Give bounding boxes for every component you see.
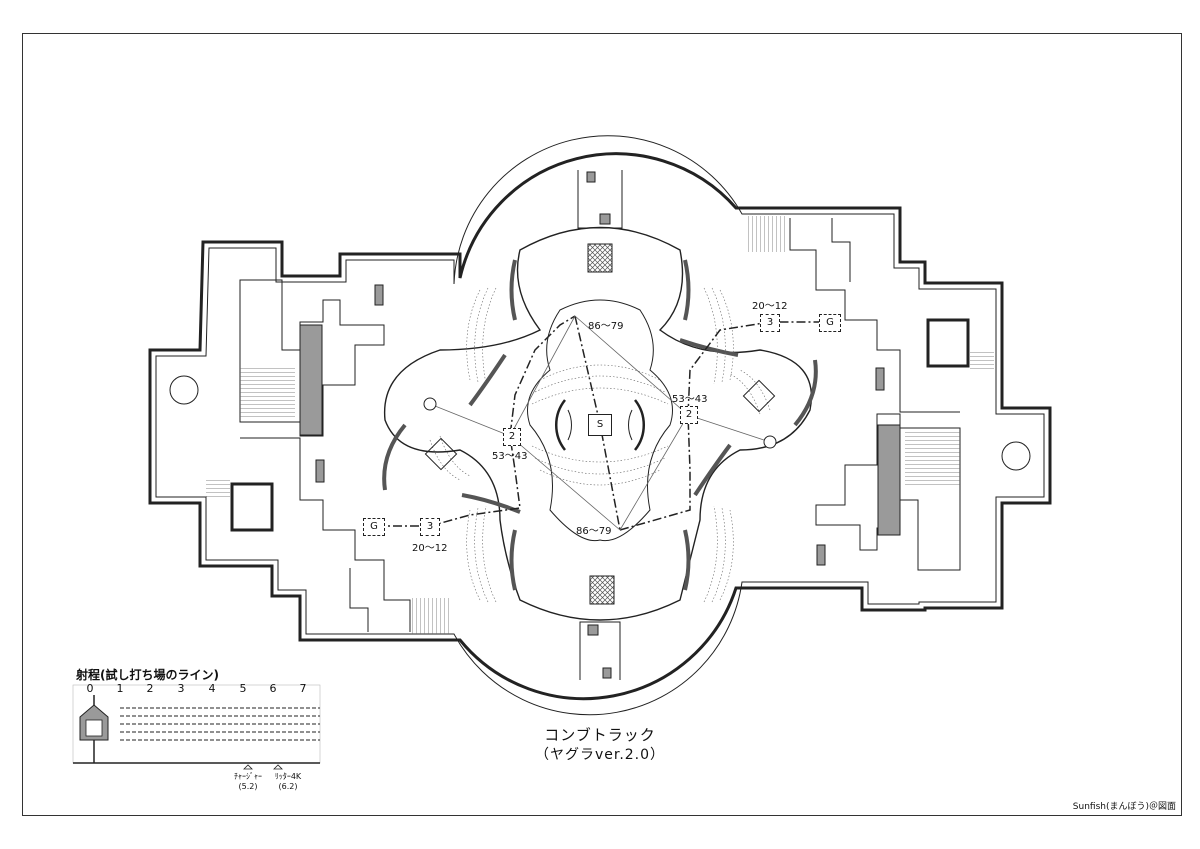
legend-title: 射程(試し打ち場のライン) (76, 668, 219, 682)
annotation-left-2012: 20～12 (412, 543, 448, 554)
switch-marker-right (763, 435, 777, 449)
annotation-bottom-8679: 86～79 (576, 526, 612, 537)
legend-tick: 7 (299, 682, 307, 695)
annotation-top-8679: 86～79 (588, 321, 624, 332)
legend-marker-charger: ﾁｬｰｼﾞｬｰ (5.2) (228, 772, 268, 792)
checkpoint-2-left: 2 (503, 428, 521, 446)
legend-marker-charger-name: ﾁｬｰｼﾞｬｰ (234, 772, 262, 781)
legend-marker-charger-value: (5.2) (238, 782, 258, 791)
drawing-frame (22, 33, 1182, 816)
switch-marker-left (423, 397, 437, 411)
left-structures (169, 279, 452, 634)
goal-marker-left: G (363, 518, 385, 536)
legend-tick: 6 (269, 682, 277, 695)
author-credit: Sunfish(まんぼう)＠図面 (1072, 802, 1176, 812)
corridors (577, 170, 623, 680)
legend-marker-litre-value: (6.2) (278, 782, 298, 791)
annotation-right-2012: 20～12 (752, 301, 788, 312)
legend-marker-litre: ﾘｯﾀｰ4K (6.2) (268, 772, 308, 792)
legend-tick: 1 (116, 682, 124, 695)
legend-tick: 0 (86, 682, 94, 695)
annotation-right-5343: 53～43 (672, 394, 708, 405)
legend-marker-litre-name: ﾘｯﾀｰ4K (274, 772, 302, 781)
legend-tick: 4 (208, 682, 216, 695)
map-subtitle: （ヤグラver.2.0） (534, 747, 666, 763)
goal-marker-right: G (819, 314, 841, 332)
tower-route (376, 315, 830, 531)
central-arena (382, 226, 818, 621)
right-structures (748, 216, 1031, 571)
outer-wall (148, 135, 1052, 716)
legend-tick: 2 (146, 682, 154, 695)
checkpoint-2-right: 2 (680, 406, 698, 424)
legend-tick: 5 (239, 682, 247, 695)
checkpoint-3-right: 3 (760, 314, 780, 332)
legend-tick: 3 (177, 682, 185, 695)
map-title: コンブトラック (544, 726, 656, 744)
spawn-marker: S (588, 414, 612, 436)
range-legend (72, 684, 321, 770)
annotation-left-5343: 53～43 (492, 451, 528, 462)
checkpoint-3-left: 3 (420, 518, 440, 536)
